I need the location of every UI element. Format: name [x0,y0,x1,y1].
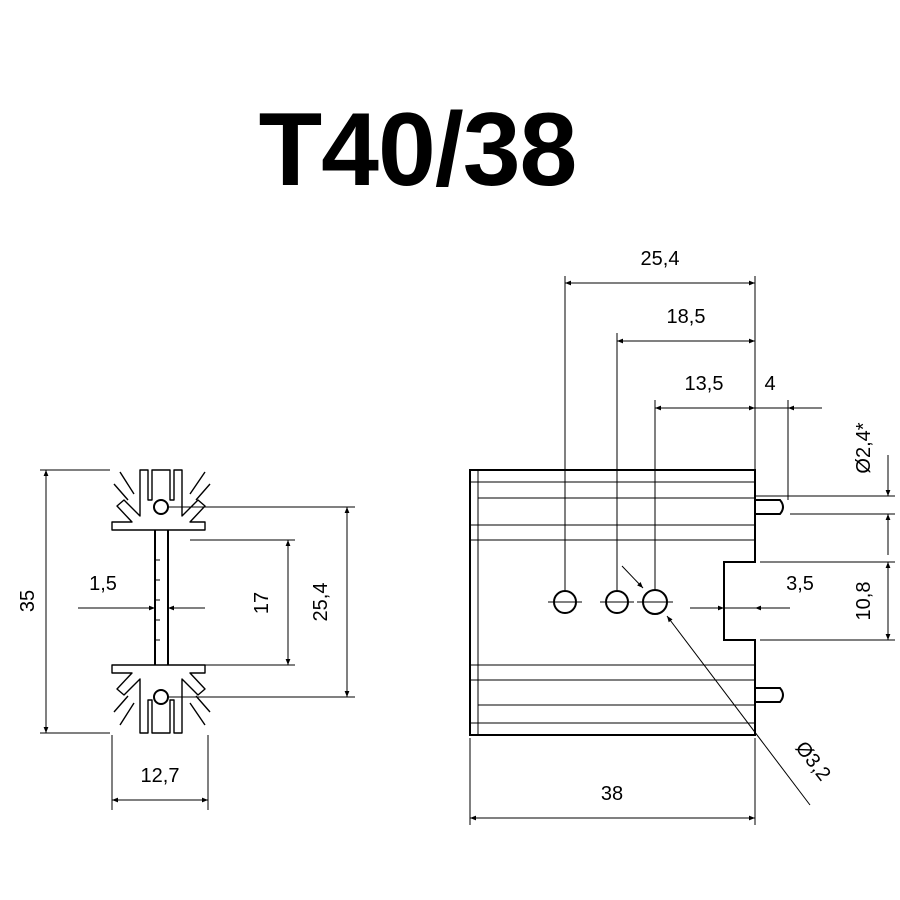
solder-pin-top [755,499,784,515]
dim-top-13-5-label: 13,5 [685,373,724,395]
dim-slot-width-label: 3,5 [786,573,814,595]
drawing-title: T40/38 [258,92,578,208]
bottom-fin-cluster [111,664,211,734]
dim-height-total-label: 35 [17,590,39,612]
dim-top-25-4-label: 25,4 [641,248,680,270]
dim-hole-spacing: 25,4 [310,507,350,697]
dim-top-13-5: 13,5 [655,373,755,411]
dim-top-25-4: 25,4 [565,248,755,286]
dim-slot-height-label: 10,8 [853,582,875,621]
dim-top-4-label: 4 [764,373,775,395]
dim-pin-diameter-label: Ø2,4* [853,422,875,473]
dim-base-width-label: 12,7 [141,765,180,787]
dim-height-total: 35 [17,470,49,733]
dim-pin-diameter: Ø2,4* [853,422,891,555]
dim-slot-height: 10,8 [853,562,891,640]
top-fin-cluster [111,469,211,531]
dim-top-4: 4 [755,373,822,411]
dim-base-width: 12,7 [112,765,208,803]
dim-fin-thickness-label: 1,5 [89,573,117,595]
dim-hole-diameter-label: Ø3,2 [791,737,835,785]
dim-inner-spacing: 17 [251,540,291,665]
dim-inner-spacing-label: 17 [251,592,273,614]
side-view: 35 1,5 17 25,4 12,7 [17,469,355,810]
mounting-holes [548,589,673,615]
dim-slot-width: 3,5 [690,573,814,611]
dim-width-total-label: 38 [601,783,623,805]
solder-pin-bottom [755,687,784,703]
dim-fin-thickness: 1,5 [78,573,205,611]
dim-hole-spacing-label: 25,4 [310,583,332,622]
heatsink-web [154,530,169,665]
dim-width-total: 38 [470,783,755,821]
dim-top-18-5-label: 18,5 [667,306,706,328]
dim-top-18-5: 18,5 [617,306,755,344]
front-view: 25,4 18,5 13,5 4 Ø2,4* 3,5 [469,248,895,825]
